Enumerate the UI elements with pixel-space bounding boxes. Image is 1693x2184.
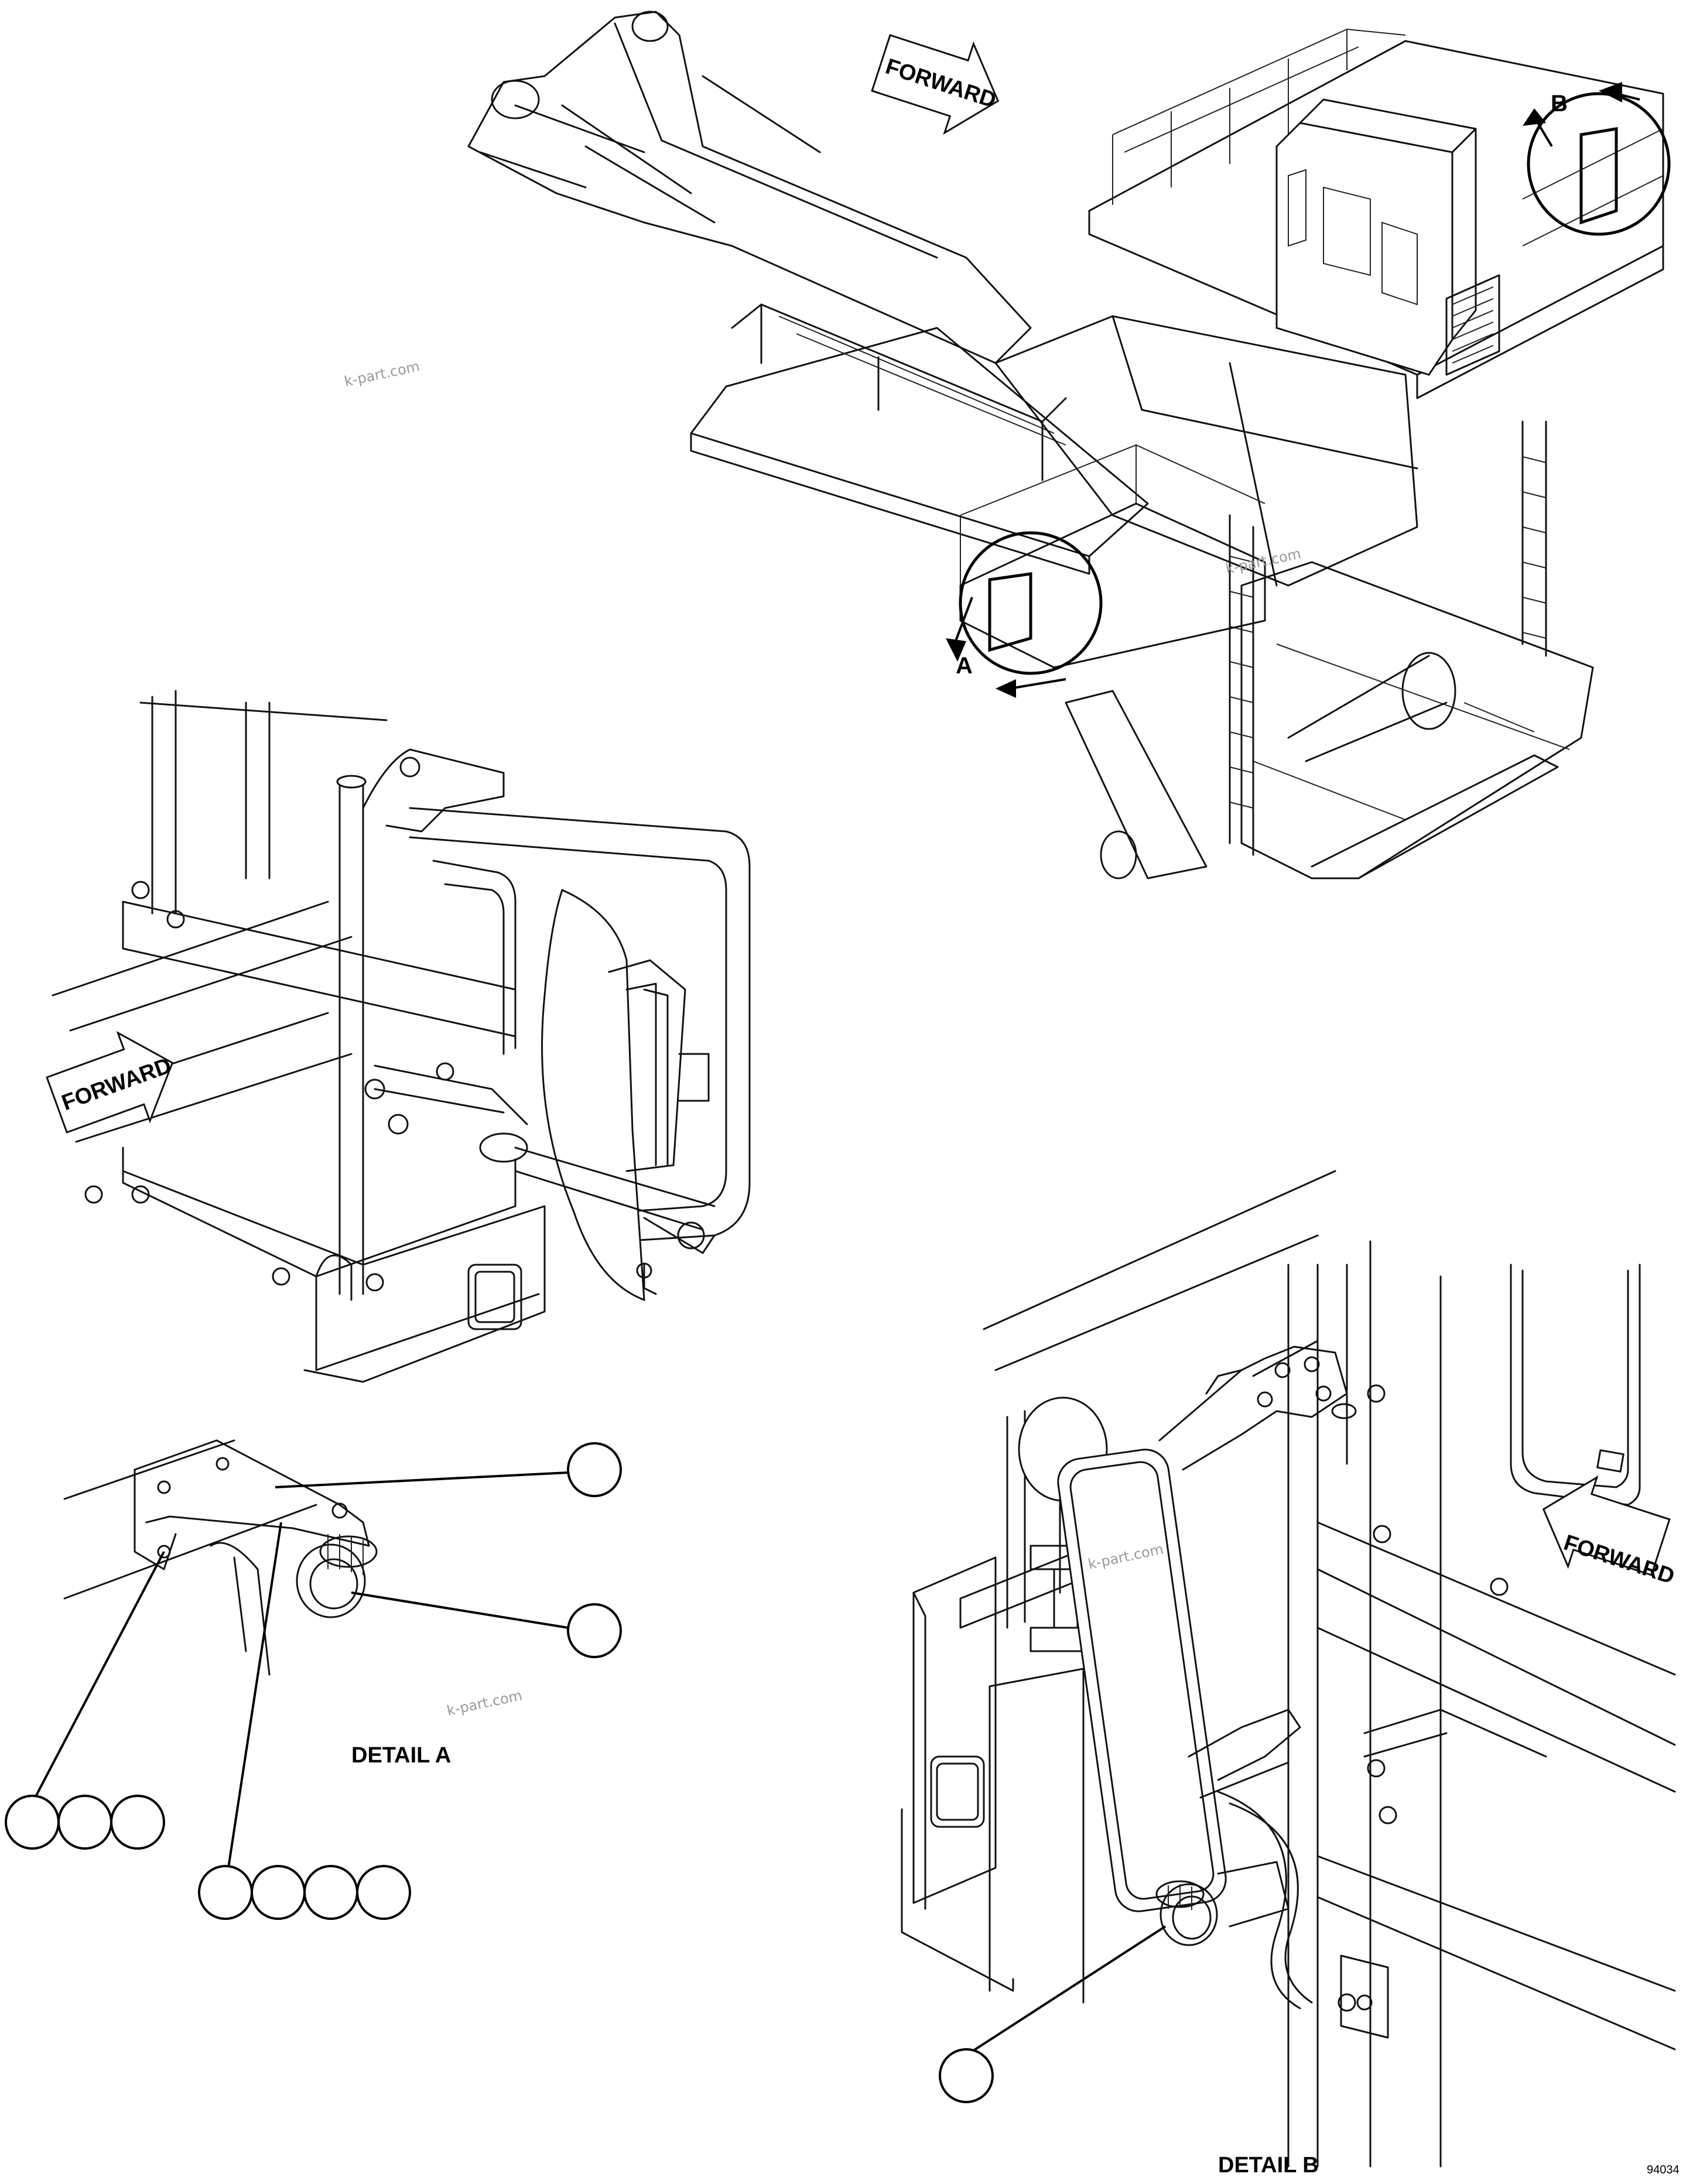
view-a-label: A: [956, 653, 973, 679]
detail-b-title: DETAIL B: [1218, 2153, 1319, 2178]
callout-circle: [198, 1865, 253, 1920]
detail-a-illustration: [52, 690, 751, 1383]
detail-a-title: DETAIL A: [351, 1743, 451, 1768]
callout-circle: [303, 1865, 358, 1920]
callout-circle: [5, 1795, 60, 1850]
callout-circle: [567, 1603, 622, 1658]
callout-circle: [939, 2048, 994, 2103]
machine-overview: [467, 11, 1671, 879]
drawing-code: 94034: [1647, 2164, 1680, 2176]
callout-circle: [110, 1795, 165, 1850]
callout-circle: [57, 1795, 112, 1850]
forward-arrow-top: FORWARD: [871, 34, 1000, 135]
forward-arrow-right: [1542, 1475, 1671, 1576]
callout-circle: [356, 1865, 411, 1920]
detail-a-bracket: [63, 1439, 378, 1676]
view-arrows: [946, 82, 1640, 698]
watermark-text: k-part.com: [445, 1687, 524, 1719]
callout-circle: [567, 1442, 622, 1497]
view-b-label: B: [1551, 91, 1568, 117]
callout-circle: [251, 1865, 306, 1920]
detail-b-illustration: [901, 1170, 1676, 2168]
detail-a-callouts: [5, 1442, 622, 1920]
detail-b-callouts: [939, 1925, 1167, 2103]
watermark-text: k-part.com: [1224, 545, 1302, 577]
watermark-text: k-part.com: [343, 358, 421, 390]
